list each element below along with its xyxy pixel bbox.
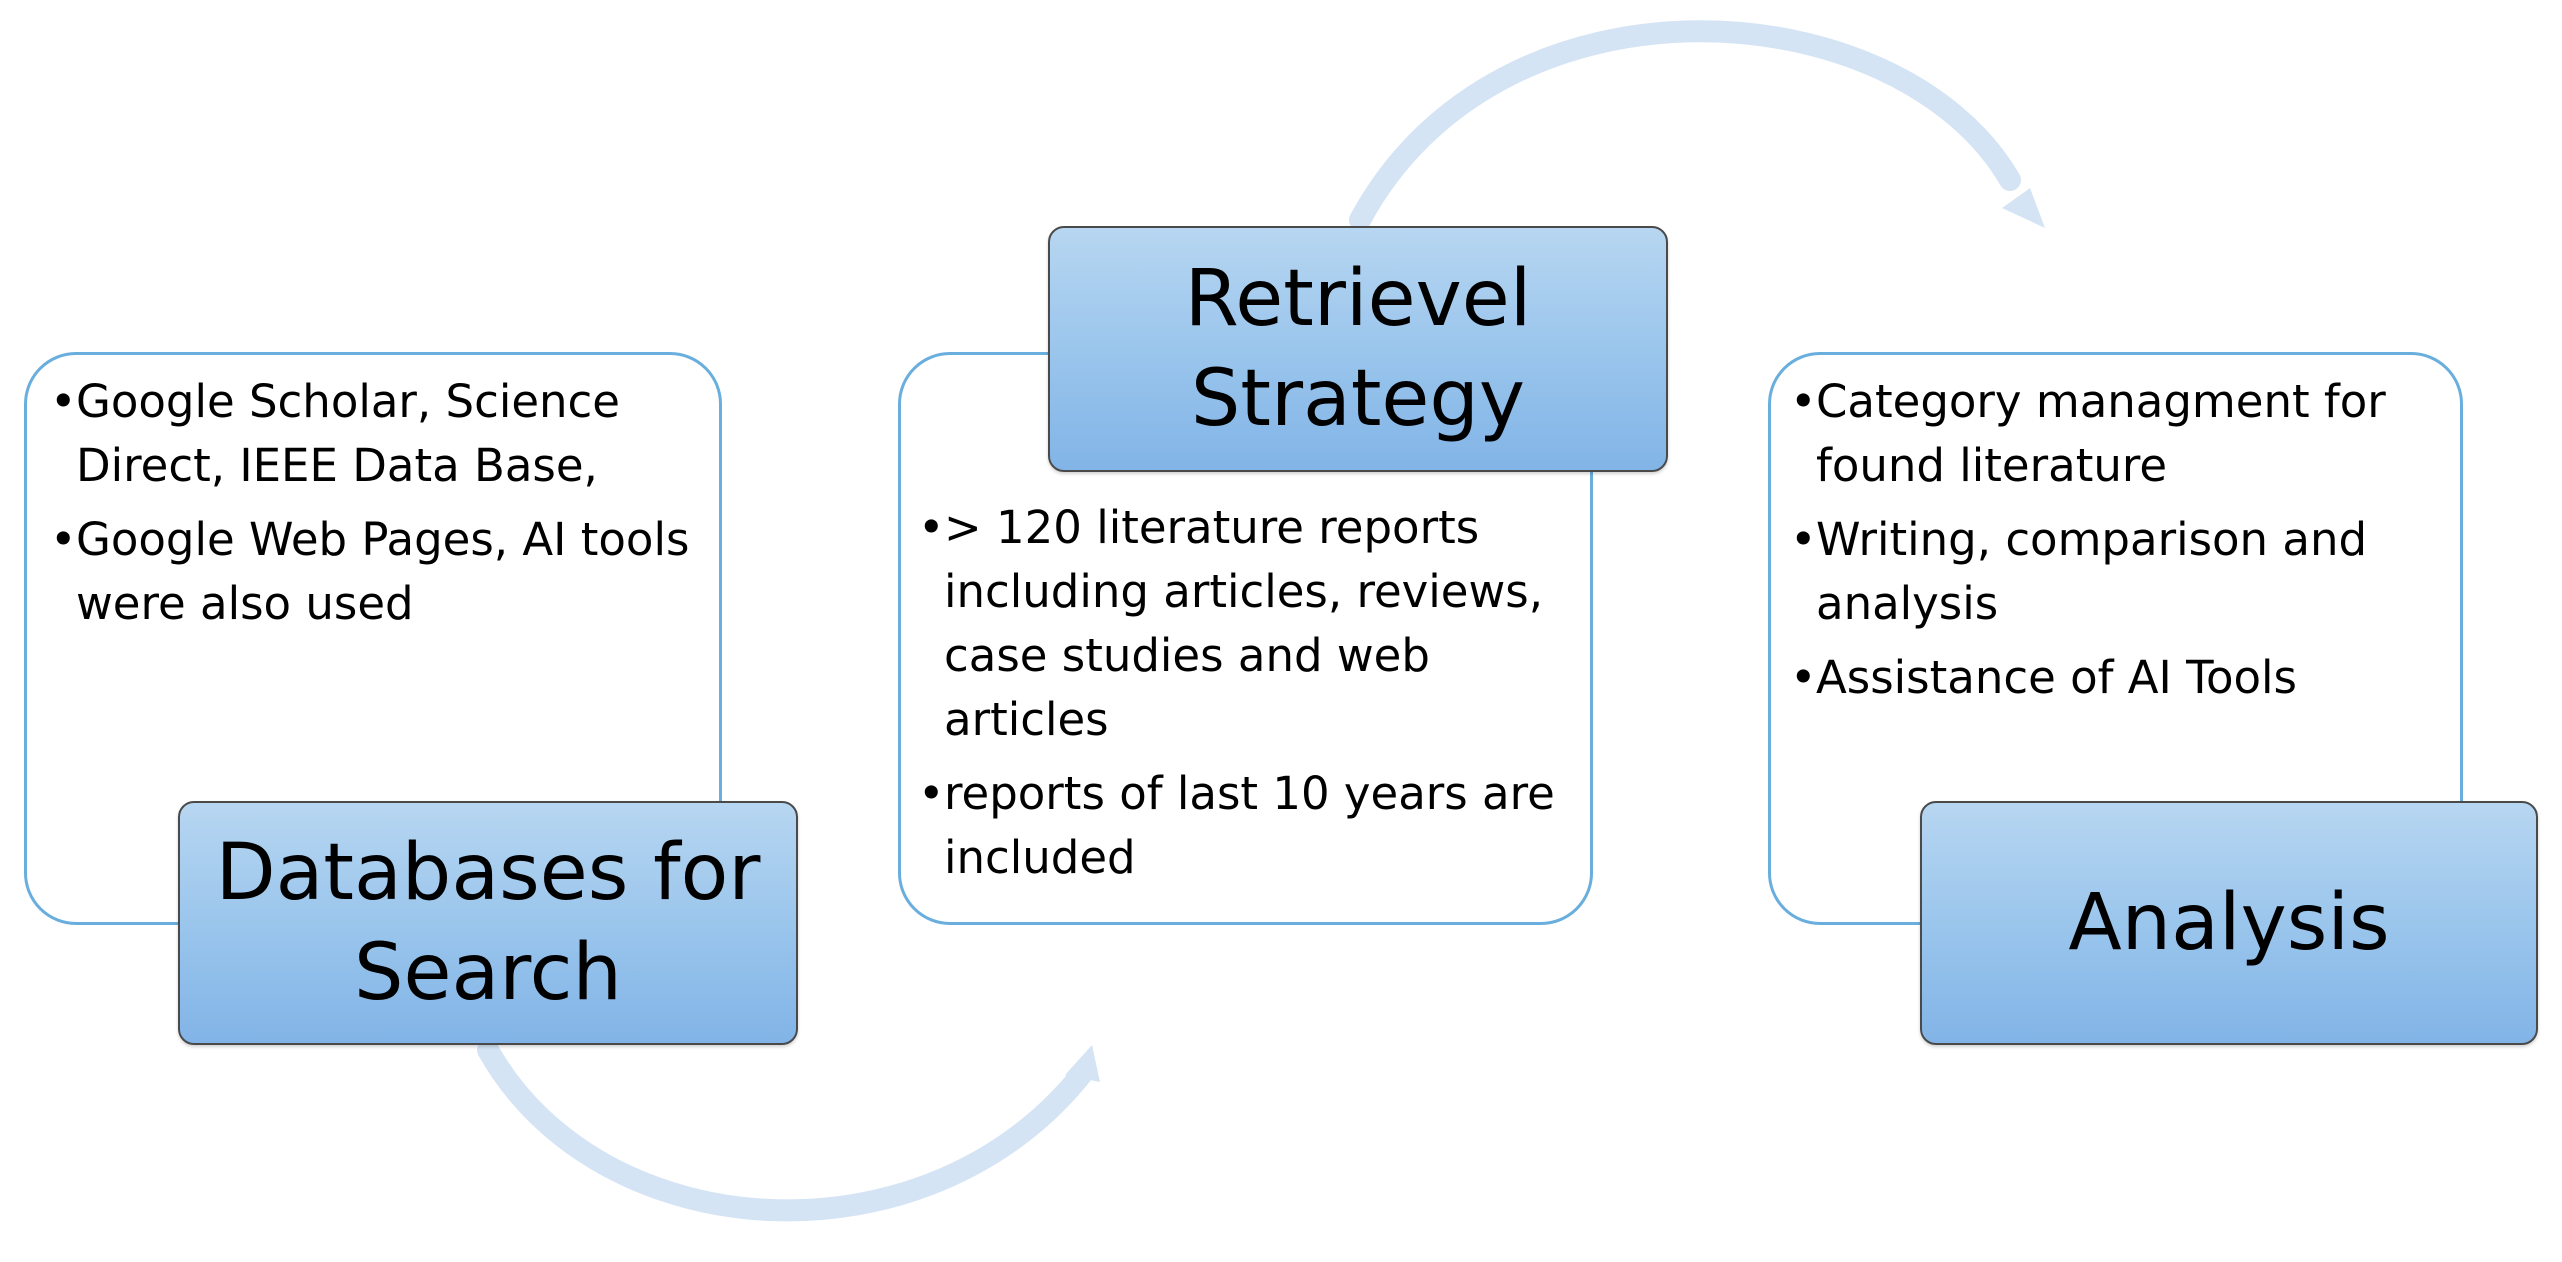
step-title: Databases for Search [215, 828, 761, 1018]
flow-arrow-retrieval-to-analysis [1349, 20, 2021, 231]
bullet-item: •Writing, comparison and analysis [1790, 513, 2368, 630]
retrieval-bullet-list: •> 120 literature reports including arti… [918, 496, 1578, 900]
bullet-item: •Google Web Pages, AI tools were also us… [50, 513, 690, 630]
step-title: Analysis [2068, 878, 2390, 968]
arrowhead-analysis [2002, 188, 2045, 228]
analysis-label: Analysis [1920, 801, 2538, 1045]
analysis-bullet-list: •Category managment for found literature… [1790, 370, 2430, 720]
databases-bullet-list: •Google Scholar, Science Direct, IEEE Da… [50, 370, 690, 646]
bullet-item: •Category managment for found literature [1790, 375, 2386, 492]
databases-for-search-label: Databases for Search [178, 801, 798, 1045]
bullet-item: •> 120 literature reports including arti… [918, 501, 1544, 746]
bullet-item: •reports of last 10 years are included [918, 767, 1555, 884]
flow-arrow-databases-to-retrieval [477, 1039, 1096, 1222]
bullet-item: •Google Scholar, Science Direct, IEEE Da… [50, 375, 620, 492]
arrowhead-retrieval [1065, 1045, 1100, 1082]
step-title: Retrievel Strategy [1184, 254, 1532, 444]
retrieval-strategy-label: Retrievel Strategy [1048, 226, 1668, 472]
bullet-item: •Assistance of AI Tools [1790, 651, 2297, 704]
